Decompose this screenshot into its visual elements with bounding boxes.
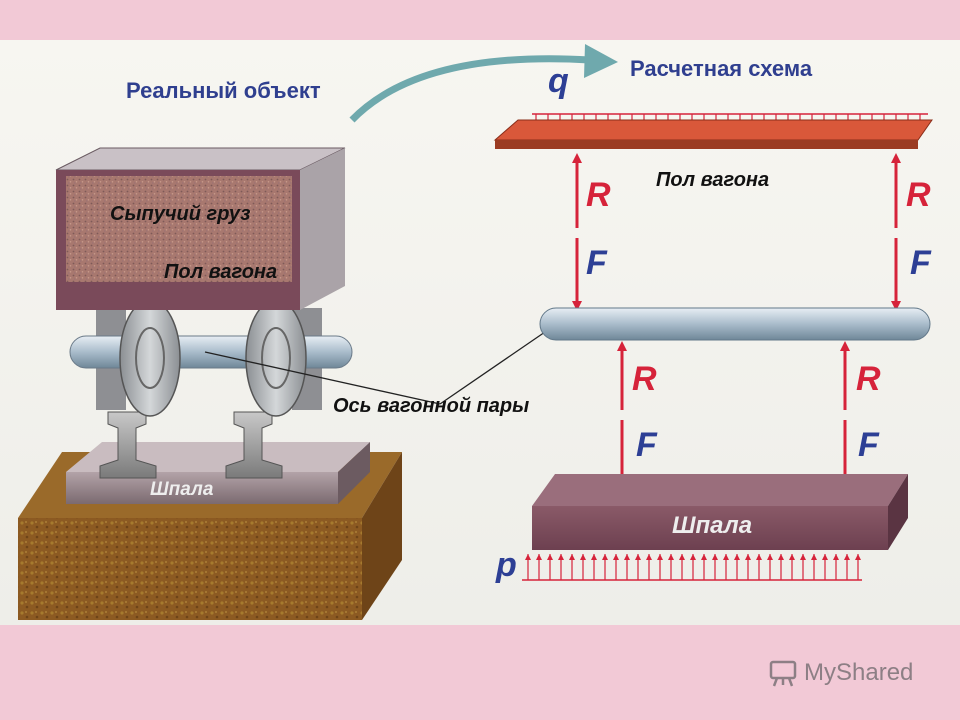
- p-load-arrow-head: [767, 554, 773, 560]
- p-load-arrow-head: [679, 554, 685, 560]
- axle-leader-line: [204, 351, 441, 405]
- watermark: MyShared: [768, 658, 913, 688]
- real-object-title: Реальный объект: [126, 78, 321, 103]
- p-load-arrow-head: [591, 554, 597, 560]
- bulk-cargo-label: Сыпучий груз: [110, 203, 251, 225]
- p-load-arrow-head: [635, 554, 641, 560]
- diagram-drawing: [18, 44, 933, 620]
- wagon-floor-beam-edge: [495, 140, 918, 149]
- design-sleeper-top: [532, 474, 908, 506]
- axle-leader-line-right: [439, 331, 546, 405]
- p-load-arrow-head: [789, 554, 795, 560]
- p-load-arrow-head: [855, 554, 861, 560]
- p-load-arrow-head: [602, 554, 608, 560]
- design-sleeper-front: [532, 506, 888, 550]
- p-load-arrow-head: [833, 554, 839, 560]
- r-label-floor-right: R: [906, 176, 931, 214]
- design-axle-rod: [539, 307, 931, 341]
- p-load-arrow-head: [624, 554, 630, 560]
- p-load-arrow-head: [536, 554, 542, 560]
- design-scheme-title: Расчетная схема: [630, 56, 813, 81]
- left-sleeper-label: Шпала: [150, 479, 214, 500]
- r-label-floor-left: R: [586, 176, 611, 214]
- p-load-arrow-head: [701, 554, 707, 560]
- p-load-arrow-head: [613, 554, 619, 560]
- watermark-text: MyShared: [804, 659, 914, 686]
- bulk-cargo-fill: [66, 176, 292, 282]
- p-load-arrow-head: [822, 554, 828, 560]
- p-load-arrow-head: [712, 554, 718, 560]
- right-wagon-floor-label: Пол вагона: [656, 169, 770, 191]
- pressure-p-label: p: [496, 546, 517, 584]
- p-load-arrow-head: [547, 554, 553, 560]
- wheel-left: [119, 299, 181, 417]
- wheel-right: [245, 299, 307, 417]
- p-load-arrow-head: [778, 554, 784, 560]
- wagon-box-top: [55, 147, 346, 171]
- r-label-axle-right: R: [856, 360, 881, 398]
- curved-arrow-icon: [349, 55, 591, 123]
- p-load-arrow-head: [745, 554, 751, 560]
- left-axle: [69, 335, 353, 369]
- distributed-pressure-p: [525, 554, 861, 580]
- r-label-axle-left: R: [632, 360, 657, 398]
- wagon-box-side: [300, 148, 345, 310]
- p-load-arrow-head: [690, 554, 696, 560]
- p-load-arrow-head: [734, 554, 740, 560]
- p-load-arrow-head: [580, 554, 586, 560]
- p-load-arrow-head: [756, 554, 762, 560]
- p-load-arrow-head: [558, 554, 564, 560]
- p-load-arrow-head: [668, 554, 674, 560]
- soil-block: [18, 518, 362, 620]
- f-label-axle-left: F: [586, 244, 607, 282]
- wheelset-axle-label: Ось вагонной пары: [333, 395, 530, 417]
- design-sleeper-side: [888, 474, 908, 550]
- f-label-sleeper-left: F: [636, 426, 657, 464]
- f-label-axle-right: F: [910, 244, 931, 282]
- p-load-arrow-head: [525, 554, 531, 560]
- left-sleeper-side: [338, 442, 370, 504]
- p-load-arrow-head: [800, 554, 806, 560]
- p-load-arrow-head: [811, 554, 817, 560]
- p-load-arrow-head: [569, 554, 575, 560]
- diagram-scene: Реальный объект Расчетная схема Сыпучий …: [0, 40, 960, 625]
- wagon-floor-beam: [493, 119, 933, 141]
- presentation-board-icon: [769, 660, 797, 687]
- design-sleeper-label: Шпала: [672, 512, 753, 539]
- load-q-label: q: [548, 62, 569, 100]
- p-load-arrow-head: [723, 554, 729, 560]
- f-label-sleeper-right: F: [858, 426, 879, 464]
- p-load-arrow-head: [646, 554, 652, 560]
- curved-arrow-head: [584, 44, 618, 78]
- p-load-arrow-head: [657, 554, 663, 560]
- p-load-arrow-head: [844, 554, 850, 560]
- soil-block-side: [362, 452, 402, 620]
- left-wagon-floor-label: Пол вагона: [164, 261, 278, 283]
